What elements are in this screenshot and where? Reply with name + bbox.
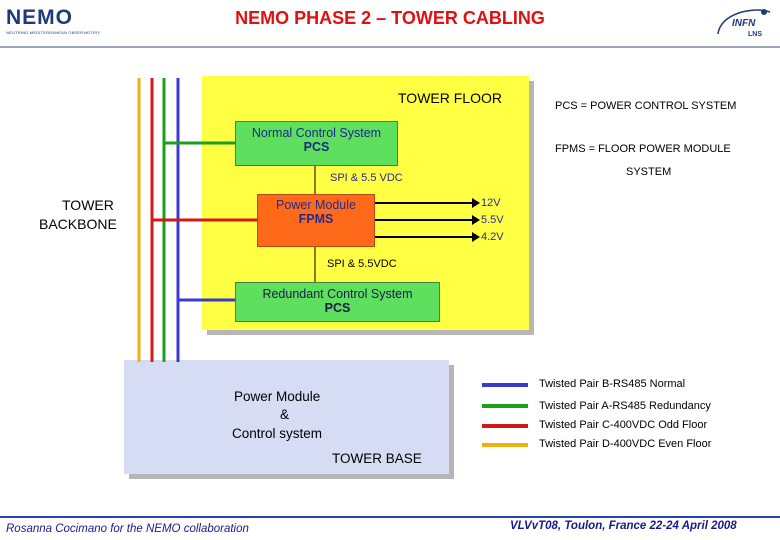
footer-author: Rosanna Cocimano for the NEMO collaborat… [6,523,249,535]
output-arrowhead-5v5 [472,215,480,225]
spi-upper-label: SPI & 5.5 VDC [330,172,403,184]
tower-backbone-label-1: TOWER [62,197,114,213]
rcs-label: Redundant Control System [262,287,413,301]
tower-floor-label: TOWER FLOOR [398,90,502,106]
infn-logo: INFN LNS [712,4,774,40]
legend-swatch-even [482,443,528,447]
output-arrowhead-12v [472,198,480,208]
output-5v5-label: 5.5V [481,214,504,226]
definition-pcs: PCS = POWER CONTROL SYSTEM [555,100,737,112]
rcs-pcs-label: PCS [324,301,351,315]
tower-backbone-label-2: BACKBONE [39,216,117,232]
legend-swatch-redundancy [482,404,528,408]
ncs-label: Normal Control System [251,126,382,140]
fpms-label: Power Module [276,198,356,212]
infn-logo-sub: LNS [748,31,762,38]
spi-lower-label: SPI & 5.5VDC [327,258,397,270]
legend-swatch-odd [482,424,528,428]
fpms-code-label: FPMS [298,212,334,226]
nemo-logo-subtitle: NEUTRINO MEDITERRANEAN OBSERVATORY [6,30,101,35]
legend-label-even: Twisted Pair D-400VDC Even Floor [539,438,712,450]
ncs-pcs-label: PCS [303,140,330,154]
tower-base-label: TOWER BASE [332,451,422,466]
base-label-1: Power Module [234,389,321,404]
normal-control-system-box: Normal Control System PCS [235,121,398,166]
redundant-control-system-box: Redundant Control System PCS [235,282,440,322]
infn-logo-text: INFN [732,18,756,29]
page-title: NEMO PHASE 2 – TOWER CABLING [235,8,545,28]
nemo-logo: NEMO NEUTRINO MEDITERRANEAN OBSERVATORY [6,6,120,40]
base-label-2: & [280,407,290,422]
power-module-fpms-box: Power Module FPMS [257,194,375,247]
legend-swatch-normal [482,383,528,387]
base-label-3: Control system [232,426,323,441]
definition-fpms-1: FPMS = FLOOR POWER MODULE [555,143,731,155]
legend-label-normal: Twisted Pair B-RS485 Normal [539,378,686,390]
footer-divider [0,516,780,518]
output-4v2-label: 4.2V [481,231,504,243]
header-divider [0,46,780,48]
nemo-logo-word: NEMO [6,6,73,29]
legend-label-redundancy: Twisted Pair A-RS485 Redundancy [539,400,711,412]
tower-base-block [124,360,449,474]
output-12v-label: 12V [481,197,501,209]
output-arrowhead-4v2 [472,232,480,242]
definition-fpms-2: SYSTEM [626,166,672,178]
legend-label-odd: Twisted Pair C-400VDC Odd Floor [539,419,708,431]
footer-event: VLVvT08, Toulon, France 22-24 April 2008 [510,520,737,532]
